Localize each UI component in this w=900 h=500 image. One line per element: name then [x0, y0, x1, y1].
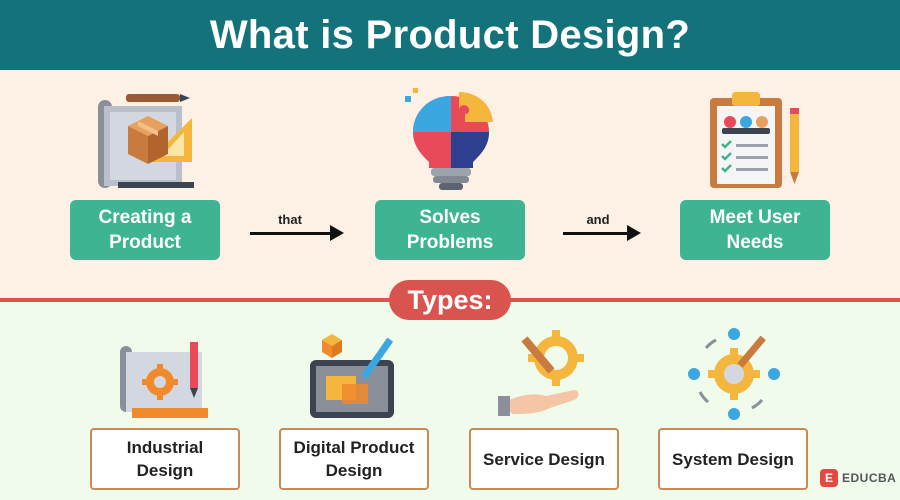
connector-label-and: and	[586, 212, 610, 227]
blueprint-gear-icon	[120, 342, 208, 418]
step-meet-user-needs: Meet User Needs	[680, 200, 830, 260]
brand-logo-mark: E	[820, 469, 838, 487]
brand-logo: E EDUCBA	[820, 469, 896, 487]
clipboard-users-icon	[710, 92, 799, 188]
types-heading: Types:	[389, 280, 511, 320]
hand-gear-icon	[498, 330, 584, 416]
lightbulb-puzzle-icon	[405, 88, 493, 190]
tablet-design-icon	[310, 334, 394, 418]
arrow-right-icon	[563, 225, 641, 241]
connector-label-that: that	[278, 212, 302, 227]
blueprint-box-icon	[98, 94, 194, 188]
page-title: What is Product Design?	[209, 12, 691, 57]
brand-name: EDUCBA	[842, 471, 897, 485]
title-banner: What is Product Design?	[0, 0, 900, 70]
step-creating-a-product: Creating a Product	[70, 200, 220, 260]
step-solves-problems: Solves Problems	[375, 200, 525, 260]
type-industrial-design: Industrial Design	[90, 428, 240, 490]
type-digital-product-design: Digital Product Design	[279, 428, 429, 490]
arrow-right-icon	[250, 225, 344, 241]
type-service-design: Service Design	[469, 428, 619, 490]
system-cycle-icon	[688, 328, 780, 420]
type-system-design: System Design	[658, 428, 808, 490]
